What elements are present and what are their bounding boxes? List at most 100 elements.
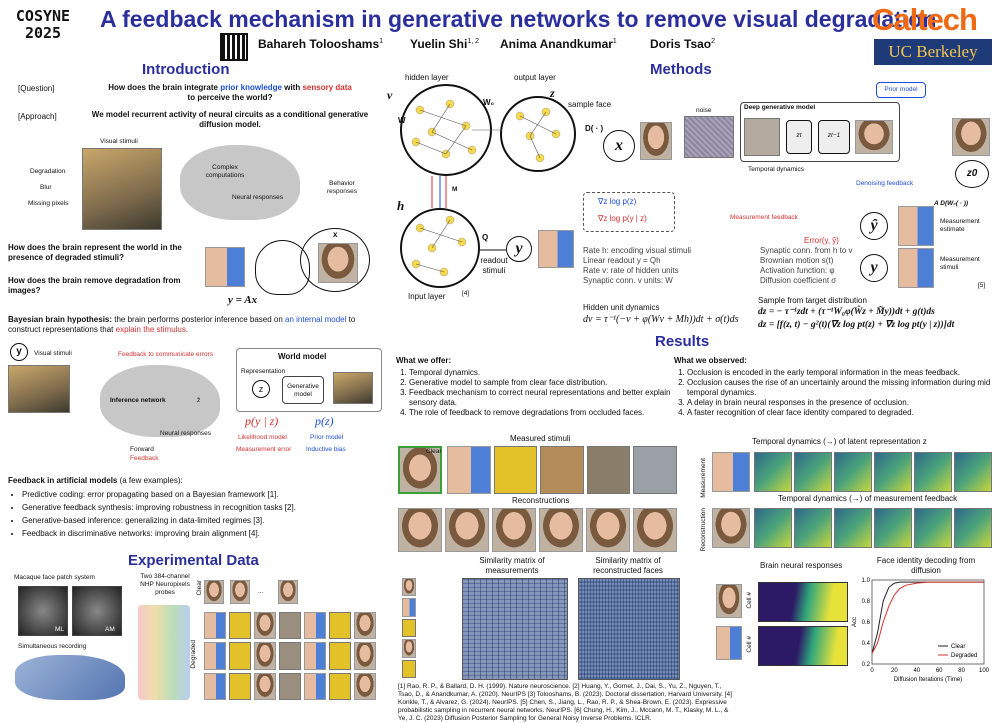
author-4: Doris Tsao2 xyxy=(650,37,716,51)
missing-pixels-label: Missing pixels xyxy=(28,200,69,207)
y-tick-label: 0.2 xyxy=(862,662,871,668)
am-label: AM xyxy=(105,626,115,633)
x-tick-label: 100 xyxy=(979,668,990,674)
x-tick-label: 40 xyxy=(913,668,920,674)
thought-bubble xyxy=(300,228,370,292)
caltech-logo: Caltech xyxy=(872,2,978,37)
decode-title: Face identity decoding from diffusion xyxy=(876,556,976,575)
legend-forward: Forward xyxy=(130,446,154,453)
observed-heading: What we observed: xyxy=(674,356,747,365)
y-tick-label: 1.0 xyxy=(862,578,871,584)
observed-list: Occlusion is encoded in the early tempor… xyxy=(674,368,992,418)
td-meas-label: Temporal dynamics (→) of measurement fee… xyxy=(778,494,958,503)
W-label: W xyxy=(398,116,406,125)
intro-heading: Introduction xyxy=(142,61,230,78)
degraded-axis-label: Degraded xyxy=(190,640,197,669)
simmat-measurements-label: Similarity matrix of measurements xyxy=(479,556,545,575)
list-item: A faster recognition of clear face ident… xyxy=(687,408,992,418)
x-node: x xyxy=(603,130,635,162)
measurement-feedback-label: Measurement feedback xyxy=(730,214,798,221)
noise-label: noise xyxy=(696,107,712,114)
list-item: Generative-based inference: generalizing… xyxy=(22,516,390,526)
legend-label: Degraded xyxy=(951,653,977,659)
clear-stim-2 xyxy=(230,580,250,604)
legend-feedback: Feedback xyxy=(130,455,159,462)
world-model-box xyxy=(236,348,382,412)
simmat-measurements-heatmap xyxy=(462,578,568,680)
brain-neural-label: Brain neural responses xyxy=(760,561,843,570)
measurement-row-label: Measurement xyxy=(700,458,707,498)
temporal-dynamics-label: Temporal dynamics xyxy=(748,166,804,173)
series-line-degraded xyxy=(871,581,984,654)
measurement-stimuli-image xyxy=(898,248,934,288)
blur-label: Blur xyxy=(40,184,52,191)
inference-network-label: Inference network xyxy=(110,397,166,404)
sample-face-image xyxy=(640,122,672,160)
brain-clear-face xyxy=(716,584,742,618)
def-item: Rate h: encoding visual stimuli xyxy=(583,246,692,255)
complex-computations-label: Complex computations xyxy=(205,164,245,179)
readout-stimuli-image xyxy=(538,230,574,268)
likelihood-gradient-label: ∇z log p(y | z) xyxy=(598,214,647,223)
zt-noisy-image xyxy=(744,118,780,156)
ml-label: ML xyxy=(55,626,65,633)
question-tag: [Question] xyxy=(18,84,55,93)
representation-label: Representation xyxy=(241,368,286,375)
A-D-W0-label: A D(W₀( · )) xyxy=(934,200,969,207)
D-operator-label: D( · ) xyxy=(585,124,604,133)
output-layer-label: output layer xyxy=(514,73,556,82)
generative-model-box: Generative model xyxy=(282,376,324,404)
simmat-reconstructed-label: Similarity matrix of reconstructed faces xyxy=(593,556,663,575)
reconstructions-row xyxy=(398,508,677,552)
brain-illustration xyxy=(180,145,300,220)
qr-code-icon xyxy=(220,33,248,61)
question-remove: How does the brain remove degradation fr… xyxy=(8,276,181,295)
td-latent-label: Temporal dynamics (→) of latent represen… xyxy=(752,437,927,446)
x-variable: x xyxy=(333,230,338,239)
def-item: Synaptic conn. from h to v xyxy=(760,246,853,255)
hidden-layer-label: hidden layer xyxy=(405,73,449,82)
prior-expression: p(z) xyxy=(315,414,334,428)
clear-stim-1 xyxy=(204,580,224,604)
results-heading: Results xyxy=(655,333,710,350)
prior-model-box: Prior model xyxy=(876,82,926,98)
defs-right: Synaptic conn. from h to v Brownian moti… xyxy=(760,246,853,286)
W0-label: W₀ xyxy=(483,98,495,107)
measurement-estimate-label: Measurement estimate xyxy=(940,218,980,233)
y-node-meas: y xyxy=(860,254,888,282)
measurement-estimate-image xyxy=(898,206,934,246)
simmat-reconstructed-heatmap xyxy=(578,578,680,680)
prior-model-label: Prior model xyxy=(310,434,344,441)
approach-tag: [Approach] xyxy=(18,112,57,121)
clear-badge: Clear xyxy=(426,448,442,455)
h-variable: h xyxy=(397,198,405,213)
deep-generative-label: Deep generative model xyxy=(744,104,816,111)
z0-node: z0 xyxy=(955,160,989,188)
x-tick-label: 60 xyxy=(936,668,943,674)
gradient-legend-box xyxy=(583,192,675,232)
sample-target-eq1: dz = − τ⁻¹zdt + (τ⁻¹W₀φ(Ŵz + M̃y))dt + g… xyxy=(758,307,935,317)
simmat-thumbnails xyxy=(402,578,416,679)
zt1-node: zt−1 xyxy=(818,120,850,154)
Q-label: Q xyxy=(482,233,489,242)
list-item: Generative feedback synthesis: improving… xyxy=(22,503,390,513)
input-layer-label: Input layer xyxy=(408,292,446,301)
list-item: Feedback mechanism to correct neural rep… xyxy=(409,388,674,408)
likelihood-model-label: Likelihood model xyxy=(238,434,287,441)
plot-frame xyxy=(871,579,985,665)
readout-stimuli-label: readout stimuli xyxy=(480,256,508,275)
occluded-face-image xyxy=(205,247,245,287)
list-item: Generative model to sample from clear fa… xyxy=(409,378,674,388)
measured-stimuli-row xyxy=(447,446,677,494)
td-measurement-face xyxy=(712,452,750,492)
td-reconstruction-face xyxy=(712,508,750,548)
ref-5: [5] xyxy=(978,282,986,289)
degraded-stimuli-grid xyxy=(204,612,376,700)
conference-label: COSYNE 2025 xyxy=(15,7,71,42)
list-item: Temporal dynamics. xyxy=(409,368,674,378)
question-represent: How does the brain represent the world i… xyxy=(8,243,182,262)
y-tick-label: 0.6 xyxy=(862,620,871,626)
bayes-hypothesis: Bayesian brain hypothesis: the brain per… xyxy=(8,315,356,334)
wm-neural-responses-label: Neural responses xyxy=(160,430,211,437)
reconstruction-row-label: Reconstruction xyxy=(700,508,707,552)
